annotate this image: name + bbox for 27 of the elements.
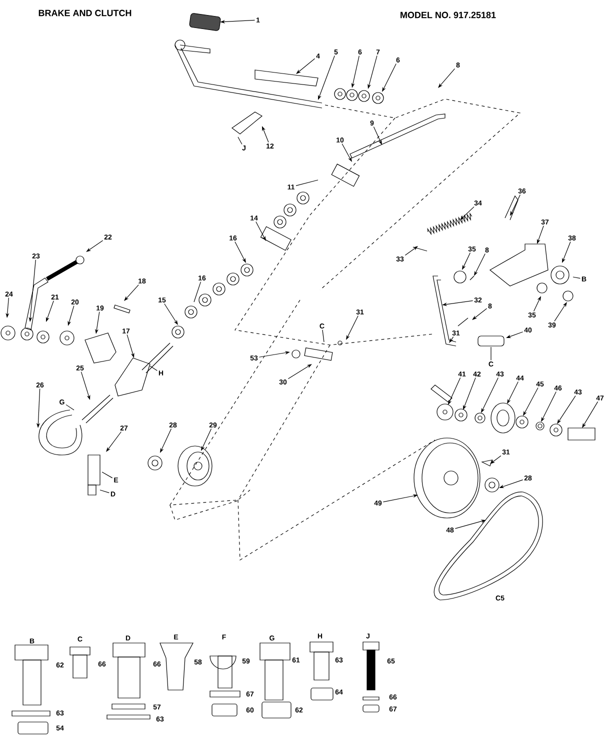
leader-line [582,401,598,428]
leader-line [296,58,316,74]
leader-line [438,68,456,88]
leader-line [296,180,318,186]
leader-line [86,240,104,252]
leader-line [288,364,312,380]
leader-line [194,281,202,302]
leader-line [164,303,178,325]
leader-line [102,472,113,478]
leader-line [124,284,139,301]
leader-line [554,302,567,322]
leader-line [449,336,454,343]
leader-line [490,346,492,361]
leader-line [238,136,242,145]
leader-line [572,276,580,279]
model-number: MODEL NO. 917.25181 [400,12,496,18]
leader-line [404,246,418,256]
leader-line [106,431,122,452]
leader-line [490,456,502,464]
leader-line [472,308,488,320]
leader-line [100,490,110,494]
leader-line [150,366,158,371]
leader-line [460,206,474,220]
title: BRAKE AND CLUTCH [38,10,132,16]
leader-line [66,404,74,410]
leader-line [322,329,324,342]
leader-line [557,395,576,424]
